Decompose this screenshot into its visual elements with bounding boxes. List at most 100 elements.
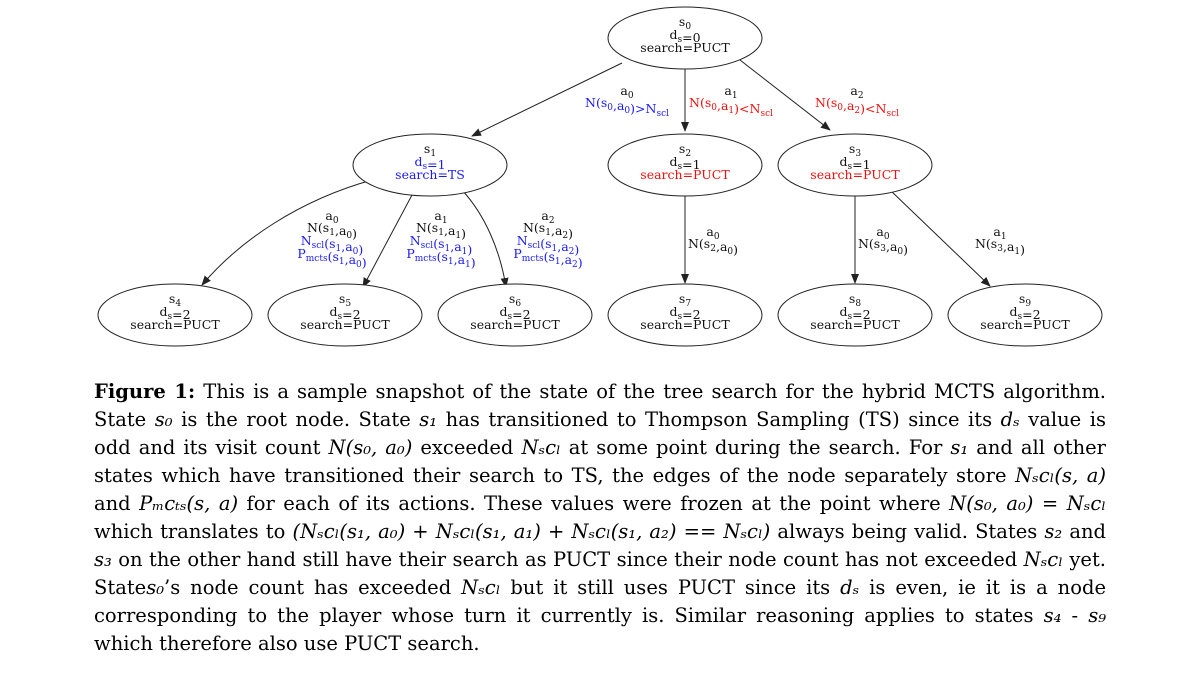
subscript: 1: [448, 257, 454, 267]
subscript: 1: [336, 244, 342, 254]
subscript: 4: [175, 299, 181, 309]
subscript: s: [847, 162, 852, 172]
subscript: s: [677, 35, 682, 45]
edge-arrow: [362, 194, 413, 288]
edge-stat-label: N(s3,a0): [858, 236, 908, 257]
math-nscl: Nₛcₗ: [1023, 548, 1063, 571]
subscript: 1: [552, 244, 558, 254]
subscript: mcts: [522, 254, 544, 264]
math-s0: s₀: [146, 576, 165, 599]
subscript: 0: [333, 216, 339, 226]
subscript: 0: [884, 232, 890, 242]
subscript: 0: [727, 247, 733, 257]
node-search-label: search=PUCT: [640, 167, 730, 182]
edge-stat-label: N(s0,a0)>Nscl: [585, 95, 669, 119]
edge-action-label: a2: [541, 208, 554, 226]
caption-text: and: [94, 492, 131, 515]
node-depth-label: ds=2: [159, 304, 190, 322]
caption-text: ’s node count has exceeded: [164, 576, 452, 599]
math-s1: s₁: [419, 408, 438, 431]
subscript: 1: [445, 244, 451, 254]
edge-stat-label: Nscl(s1,a2): [517, 233, 580, 257]
node-search-label: search=TS: [395, 167, 465, 182]
node-depth-label: ds=0: [669, 27, 700, 45]
node-search-label: search=PUCT: [640, 40, 730, 55]
subscript: 0: [607, 103, 613, 113]
caption-text: -: [1071, 604, 1079, 627]
edge-arrow: [201, 179, 373, 286]
caption-text: is the root node. State: [181, 408, 411, 431]
node-state-label: s3: [849, 141, 861, 159]
subscript: s: [167, 312, 172, 322]
edge-arrow: [889, 189, 991, 287]
caption-text: and: [1069, 520, 1107, 543]
subscript: 1: [339, 257, 345, 267]
caption-text: exceeded: [420, 436, 514, 459]
node-depth-label: ds=2: [669, 304, 700, 322]
math-pmcts-sa: Pₘcₜₛ(s, a): [139, 492, 239, 515]
subscript: mcts: [415, 254, 437, 264]
subscript: scl: [886, 109, 899, 119]
subscript: 1: [462, 247, 468, 257]
node-search-label: search=PUCT: [810, 317, 900, 332]
math-s2: s₂: [1044, 520, 1063, 543]
subscript: s: [337, 312, 342, 322]
node-search-label: search=PUCT: [300, 317, 390, 332]
subscript: s: [1017, 312, 1022, 322]
node-ellipse: [777, 133, 933, 197]
math-nscl-sa: Nₛcₗ(s, a): [1015, 464, 1107, 487]
subscript: 1: [732, 91, 738, 101]
node-state-label: s5: [339, 291, 351, 309]
edge-action-label: a1: [993, 224, 1006, 242]
caption-text: and all other states which have transiti…: [94, 436, 1107, 487]
caption-text: at some point during the search. For: [568, 436, 943, 459]
math-s9: s₉: [1088, 604, 1107, 627]
edge-stat-label: N(s1,a2): [523, 220, 573, 241]
subscript: 9: [1025, 299, 1031, 309]
caption-text: has transitioned to Thompson Sampling (T…: [445, 408, 993, 431]
subscript: 8: [855, 299, 861, 309]
node-state-label: s8: [849, 291, 861, 309]
node-ellipse: [352, 133, 508, 197]
caption-text: for each of its actions. These values we…: [246, 492, 941, 515]
node-ellipse: [97, 283, 253, 347]
node-depth-label: ds=1: [414, 154, 445, 172]
node-search-label: search=PUCT: [130, 317, 220, 332]
subscript: 2: [685, 149, 691, 159]
subscript: 0: [685, 22, 691, 32]
node-ellipse: [777, 283, 933, 347]
node-ellipse: [607, 133, 763, 197]
edge-stat-label: N(s1,a0): [307, 220, 357, 241]
edge-stat-label: Nscl(s1,a0): [301, 233, 364, 257]
caption-text: which therefore also use PUCT search.: [94, 632, 480, 655]
tree-edge-s0-s2: a1N(s0,a1)<Nscl: [681, 69, 773, 132]
subscript: scl: [528, 241, 541, 251]
math-nscl: Nₛcₗ: [521, 436, 561, 459]
math-s4: s₄: [1043, 604, 1062, 627]
caption-text: is even, ie it is a node corresponding t…: [94, 576, 1106, 627]
subscript: 1: [438, 228, 444, 238]
edges-layer: a0N(s0,a0)>Nscla1N(s0,a1)<Nscla2N(s0,a2)…: [201, 59, 1025, 288]
subscript: 2: [572, 260, 578, 270]
subscript: scl: [656, 109, 669, 119]
edge-arrow: [461, 189, 509, 288]
subscript: 0: [837, 103, 843, 113]
tree-edge-s3-s9: a1N(s3,a1): [889, 189, 1025, 287]
node-ellipse: [607, 283, 763, 347]
subscript: 0: [714, 232, 720, 242]
tree-edge-s1-s4: a0N(s1,a0)Nscl(s1,a0)Pmcts(s1,a0): [201, 179, 373, 286]
subscript: s: [422, 162, 427, 172]
edge-action-label: a1: [434, 208, 447, 226]
subscript: s: [677, 162, 682, 172]
figure-caption: Figure 1: This is a sample snapshot of t…: [94, 378, 1106, 658]
nodes-layer: s0ds=0search=PUCTs1ds=1search=TSs2ds=1se…: [97, 6, 1103, 347]
node-ellipse: [267, 283, 423, 347]
math-s3: s₃: [94, 548, 112, 571]
edge-action-label: a0: [876, 224, 889, 242]
caption-text: always being valid. States: [777, 520, 1038, 543]
node-state-label: s7: [679, 291, 691, 309]
tree-edge-s2-s7: a0N(s2,a0): [681, 196, 738, 284]
